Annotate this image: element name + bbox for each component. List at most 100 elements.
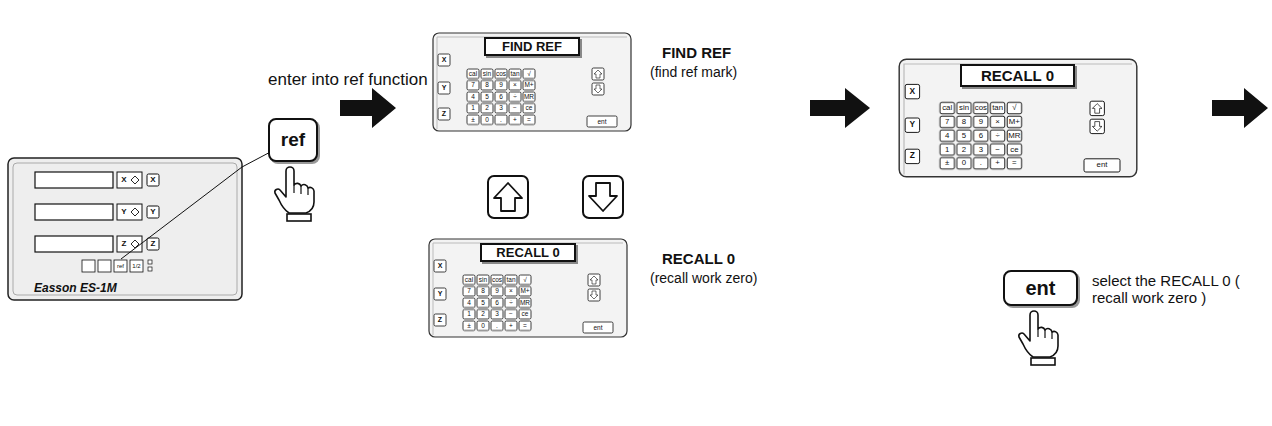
keypad-key-label: 3 [499, 105, 503, 112]
keypad-key-label: ± [945, 159, 949, 168]
keypad-key-label: sin [959, 104, 969, 113]
keypad-key-label: 8 [481, 288, 485, 295]
keypad-key-label: 3 [979, 145, 983, 154]
keypad-key-label: 0 [485, 116, 489, 123]
axis-key-label: Z [442, 110, 446, 118]
keypad-key-label: − [513, 105, 517, 112]
node-text: ref [281, 129, 305, 151]
keypad-key-label: cos [492, 276, 502, 283]
keypad-key-label: 6 [495, 299, 499, 306]
keypad-key-label: cal [942, 104, 952, 113]
axis-key-label: Z [151, 239, 156, 248]
keypad-key-label: √ [523, 276, 527, 283]
keypad-key-label: 0 [962, 159, 966, 168]
ent-key: ent [1003, 270, 1078, 306]
keypad-key-label: 9 [979, 117, 983, 126]
keypad-key-label: cos [975, 104, 987, 113]
key-label: ent [593, 324, 602, 331]
keypad-key-label: − [509, 311, 513, 318]
node-text: Easson ES-1M [34, 281, 117, 295]
keypad-key-label: ce [522, 311, 529, 318]
axis-key-label: Y [442, 84, 447, 92]
keypad-key-label: sin [483, 70, 491, 77]
axis-key-label: X [438, 262, 443, 270]
keypad-key-label: MR [520, 299, 530, 306]
keypad-key-label: × [509, 288, 513, 295]
keypad-key-label: cos [496, 70, 506, 77]
mode-description: (find ref mark) [650, 64, 737, 80]
keypad-key-label: 4 [945, 131, 949, 140]
keypad-key-label: tan [506, 276, 515, 283]
axis-letter: X [121, 175, 126, 184]
keypad-key-label: sin [479, 276, 487, 283]
keypad-key-label: cal [469, 70, 477, 77]
keypad-key-label: 1 [467, 311, 471, 318]
keypad-key-label: ± [471, 116, 475, 123]
keypad-key-label: 1 [471, 105, 475, 112]
keypad-key-label: 0 [481, 322, 485, 329]
leader-line [242, 153, 268, 167]
keypad-key-label: ÷ [509, 299, 513, 306]
keypad-key-label: 7 [471, 82, 475, 89]
lcd-screen: RECALL 0 [480, 243, 576, 262]
axis-key-label: Y [438, 290, 443, 298]
key-label: 1/2 [132, 263, 140, 270]
mode-name: RECALL 0 [662, 250, 735, 267]
keypad-key-label: 6 [979, 131, 983, 140]
keypad-key-label: ÷ [513, 93, 517, 100]
node-text: RECALL 0 [496, 245, 559, 260]
lcd-screen: RECALL 0 [960, 64, 1075, 87]
keypad-key-label: tan [510, 70, 519, 77]
key-label: ent [1097, 161, 1108, 170]
keypad-key-label: ÷ [995, 131, 999, 140]
axis-letter: Z [122, 239, 127, 248]
keypad-key-label: √ [527, 70, 531, 77]
keypad-key-label: × [995, 117, 1000, 126]
node-text: RECALL 0 [981, 67, 1054, 84]
keypad-key-label: √ [1012, 104, 1016, 113]
mode-description: (recall work zero) [650, 270, 757, 286]
keypad-key-label: MR [524, 93, 534, 100]
pointing-hand [275, 167, 314, 221]
keypad-panel [433, 33, 631, 131]
axis-key-label: X [442, 56, 447, 64]
keypad-key-label: . [496, 322, 498, 329]
keypad-key-label: 3 [495, 311, 499, 318]
keypad-key-label: 4 [471, 93, 475, 100]
axis-key-label: X [150, 175, 155, 184]
keypad-key-label: + [995, 159, 1000, 168]
keypad-key-label: 2 [485, 105, 489, 112]
keypad-key-label: 2 [481, 311, 485, 318]
axis-key-label: X [910, 87, 916, 97]
keypad-key-label: . [500, 116, 502, 123]
ref-key: ref [268, 118, 318, 162]
keypad-key-label: ± [467, 322, 471, 329]
keypad-key-label: 5 [962, 131, 966, 140]
keypad-key-label: MR [1008, 131, 1020, 140]
axis-key-label: Y [150, 207, 155, 216]
keypad-key-label: − [995, 145, 1000, 154]
keypad-key-label: 7 [945, 117, 949, 126]
keypad-key-label: 7 [467, 288, 471, 295]
keypad-key-label: + [509, 322, 513, 329]
keypad-key-label: . [980, 159, 982, 168]
keypad-key-label: 8 [485, 82, 489, 89]
keypad-panel [429, 239, 627, 337]
instruction-text: select the RECALL 0 ( recall work zero ) [1092, 272, 1264, 307]
pointing-hand [1019, 311, 1058, 365]
instruction-text: enter into ref function [268, 70, 428, 90]
keypad-key-label: 5 [485, 93, 489, 100]
axis-key-label: Z [438, 316, 442, 324]
keypad-key-label: 5 [481, 299, 485, 306]
keypad-key-label: = [1012, 159, 1017, 168]
axis-letter: Y [121, 207, 126, 216]
keypad-key-label: M+ [520, 288, 529, 295]
keypad-key-label: = [527, 116, 531, 123]
keypad-key-label: 4 [467, 299, 471, 306]
keypad-key-label: = [523, 322, 527, 329]
key-label: ref [117, 263, 124, 270]
mode-name: FIND REF [662, 44, 731, 61]
keypad-key-label: + [513, 116, 517, 123]
